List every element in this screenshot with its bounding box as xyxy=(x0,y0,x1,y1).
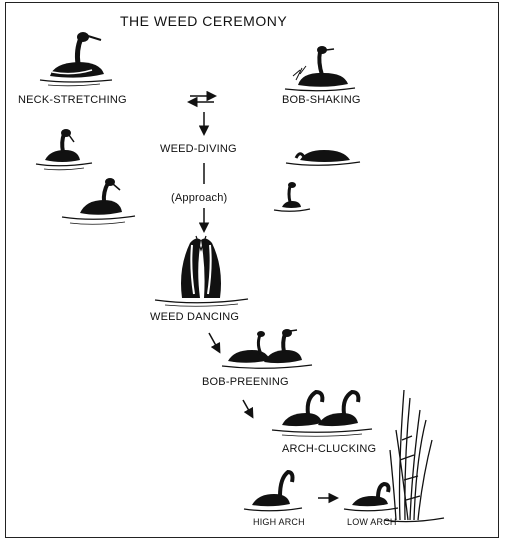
label-weed-dancing: WEED DANCING xyxy=(150,311,239,323)
grebe-diving xyxy=(286,150,360,165)
grebes-arch-clucking xyxy=(272,392,372,436)
label-arch-clucking: ARCH-CLUCKING xyxy=(282,443,376,455)
label-bob-preening: BOB-PREENING xyxy=(202,376,289,388)
label-approach: (Approach) xyxy=(171,192,227,204)
label-low-arch: LOW ARCH xyxy=(347,517,397,527)
grebes-weed-dancing xyxy=(155,236,248,306)
label-bob-shaking: BOB-SHAKING xyxy=(282,94,361,106)
swap-arrows xyxy=(190,96,214,102)
grebe-low-arch xyxy=(344,484,398,511)
grebe-high-arch xyxy=(244,472,302,511)
grebes-bob-preening xyxy=(222,329,312,368)
label-high-arch: HIGH ARCH xyxy=(253,517,305,527)
label-weed-diving: WEED-DIVING xyxy=(160,143,237,155)
grebe-left-1 xyxy=(36,129,92,170)
reeds xyxy=(384,390,444,522)
label-neck-stretching: NECK-STRETCHING xyxy=(18,94,127,106)
grebe-right-small xyxy=(274,182,310,211)
grebe-left-2 xyxy=(62,178,135,224)
arrow-to-bob-preening xyxy=(209,333,219,351)
arrow-to-arch-clucking xyxy=(243,400,252,416)
diagram-title: THE WEED CEREMONY xyxy=(120,13,287,29)
grebe-bob-shaking xyxy=(285,46,355,91)
grebe-neck-stretching xyxy=(40,32,112,86)
